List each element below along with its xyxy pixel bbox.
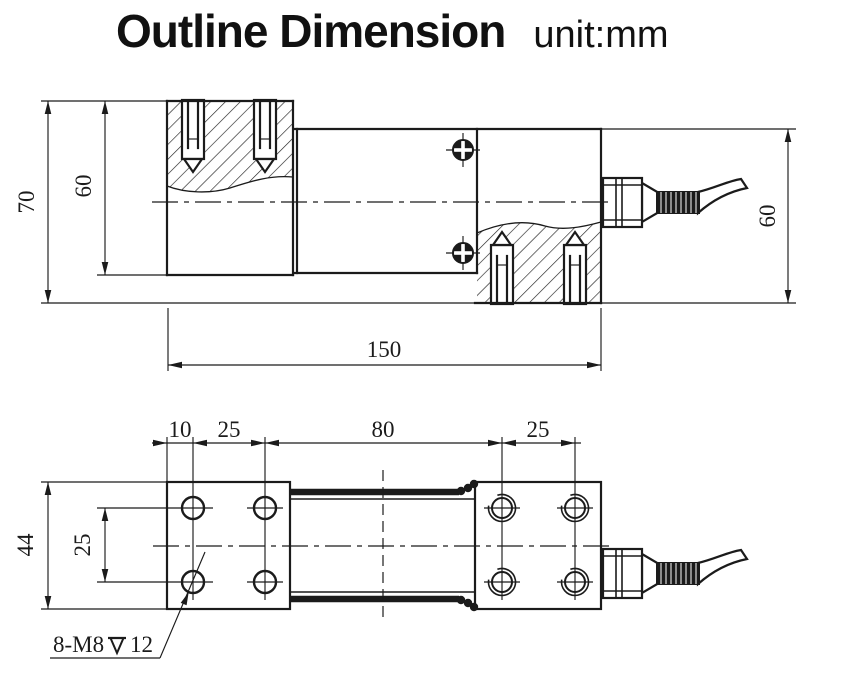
plan-view-dimensions: 10 25 80 25 44 25 bbox=[13, 417, 581, 609]
tapped-hole-section bbox=[562, 230, 588, 306]
dim-edge-to-first-hole: 10 bbox=[169, 417, 192, 442]
break-line-right bbox=[476, 221, 602, 234]
cable-gland bbox=[601, 547, 749, 600]
depth-symbol-icon bbox=[108, 636, 126, 656]
side-view-outline bbox=[165, 99, 603, 305]
dim-left-hole-pitch: 25 bbox=[218, 417, 241, 442]
dim-overall-length: 150 bbox=[367, 337, 402, 362]
tapped-hole-section bbox=[180, 98, 206, 174]
side-view-dimensions: 70 60 150 60 bbox=[14, 100, 796, 371]
dim-left-block-height: 60 bbox=[71, 175, 96, 198]
thread-designation: 8-M8 bbox=[53, 632, 104, 657]
cable-gland bbox=[601, 176, 749, 229]
dim-right-end-height: 60 bbox=[755, 205, 780, 228]
screw-icon bbox=[445, 132, 481, 168]
dim-right-hole-pitch: 25 bbox=[527, 417, 550, 442]
thread-depth: 12 bbox=[130, 632, 153, 657]
side-view: 70 60 150 60 bbox=[14, 98, 796, 371]
dim-body-width: 44 bbox=[13, 533, 38, 557]
screw-icon bbox=[445, 235, 481, 271]
dim-middle-span: 80 bbox=[372, 417, 395, 442]
dim-hole-row-pitch: 25 bbox=[70, 534, 95, 557]
tapped-hole-section bbox=[489, 230, 515, 306]
plan-extension-lines bbox=[41, 437, 593, 610]
page-title: Outline Dimension bbox=[116, 5, 506, 57]
unit-label: unit:mm bbox=[533, 14, 669, 56]
dim-overall-height: 70 bbox=[14, 191, 39, 214]
thread-note: 8-M8 12 bbox=[50, 551, 206, 659]
title-row: Outline Dimension unit:mm bbox=[116, 4, 669, 58]
break-line-left bbox=[166, 175, 294, 193]
tapped-hole-section bbox=[252, 98, 278, 174]
plan-view: 10 25 80 25 44 25 8-M8 12 bbox=[13, 417, 749, 659]
